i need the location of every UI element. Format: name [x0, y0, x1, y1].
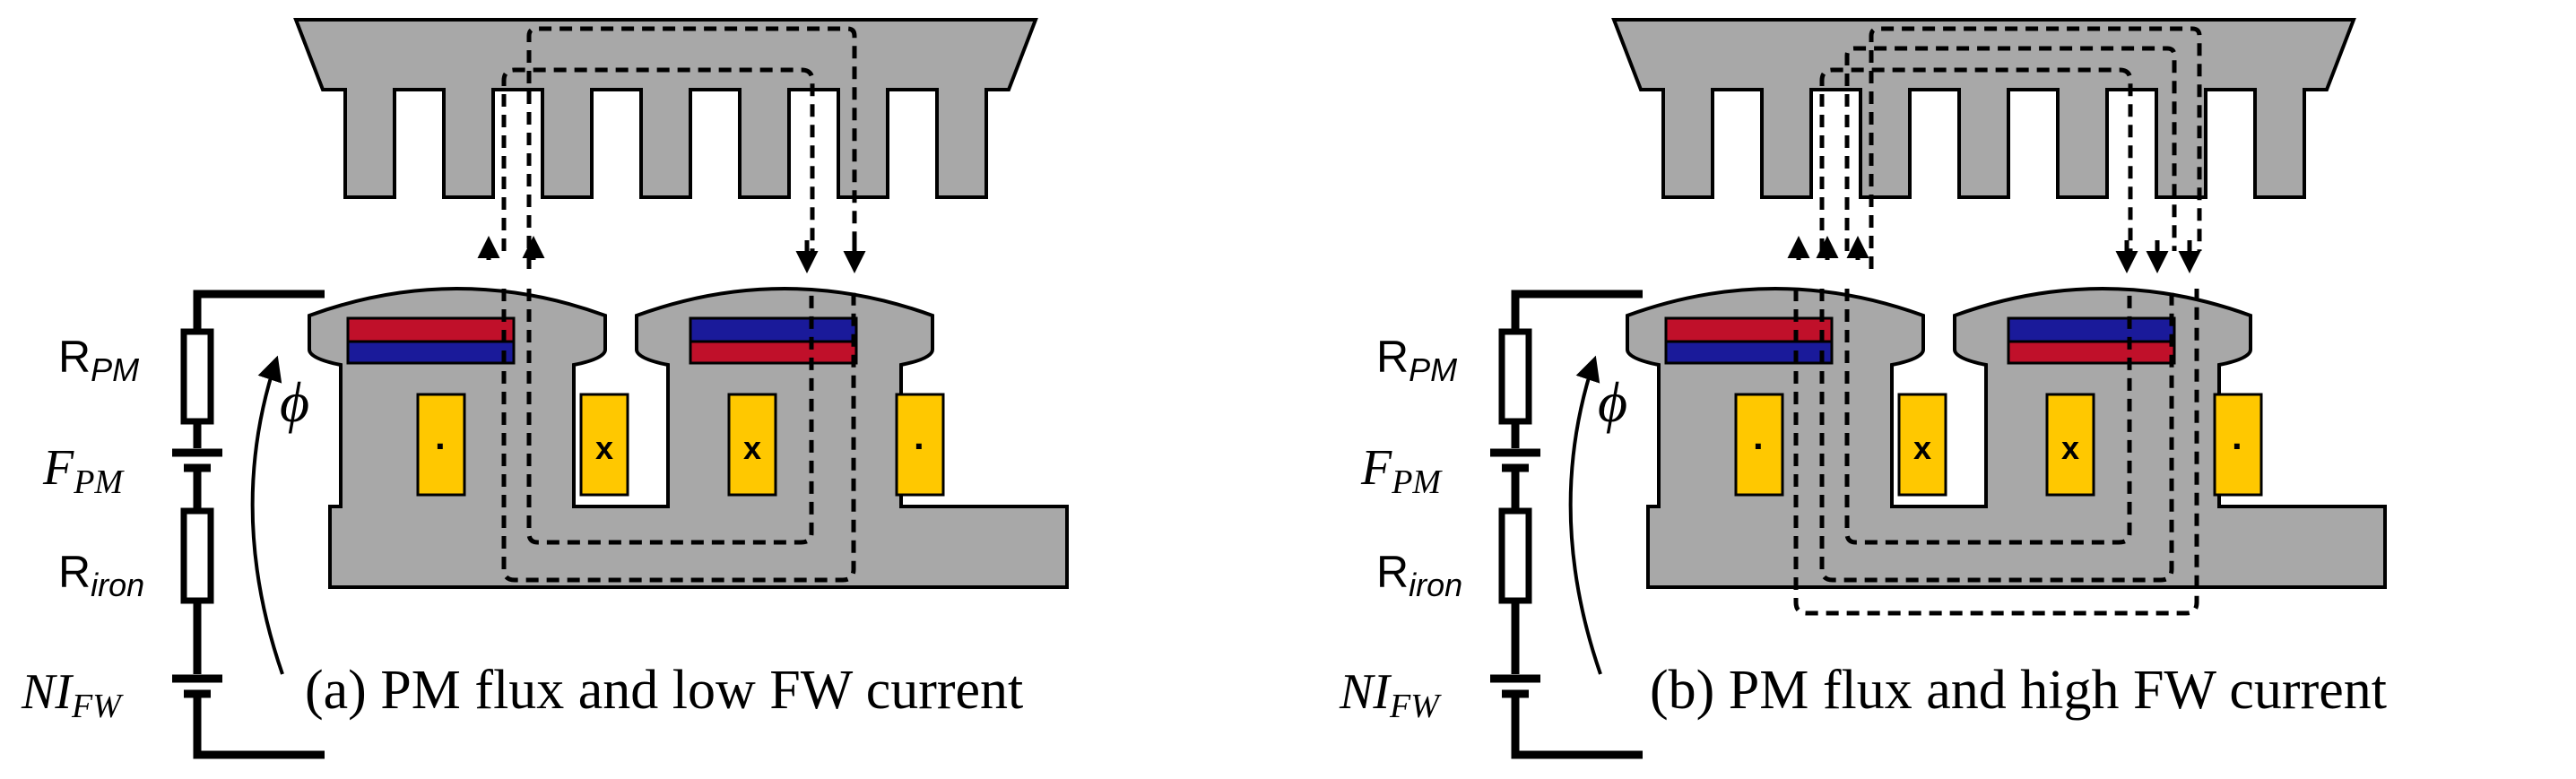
magnet-right-north — [689, 340, 858, 365]
flux-path-inner-rotor — [1844, 289, 2132, 545]
magnet-left-south — [346, 340, 516, 365]
resistor-pm — [1498, 328, 1532, 425]
coil-3 — [2045, 393, 2095, 497]
stator-core — [293, 18, 1038, 199]
flux-symbol: ϕ — [280, 370, 309, 434]
magnet-left-north — [1664, 316, 1834, 343]
coil-3 — [727, 393, 777, 497]
magnet-right-south — [2007, 316, 2176, 343]
resistor-pm — [180, 328, 214, 425]
magnet-left-north — [346, 316, 516, 343]
magnet-right-south — [689, 316, 858, 343]
resistor-iron — [1498, 507, 1532, 604]
panel-a: RPM FPM Riron NIFW ϕ · x x · — [21, 18, 1069, 759]
flux-path-outer-rotor — [1793, 289, 2199, 616]
equivalent-circuit — [172, 290, 325, 759]
coil-4-mark: · — [914, 425, 926, 467]
flux-path-inner-stator — [501, 67, 815, 251]
coil-4-mark: · — [2232, 425, 2244, 467]
resistor-iron-label: Riron — [1376, 547, 1462, 603]
source-fw-label: NIFW — [1339, 664, 1442, 725]
flux-path-outer-stator — [526, 26, 857, 269]
flux-direction-arrow — [1568, 355, 1602, 675]
panel-b-caption: (b) PM flux and high FW current — [1650, 660, 2387, 721]
equivalent-circuit — [1490, 290, 1643, 759]
source-pm-label: FPM — [42, 440, 125, 501]
circuit-wire-bottom — [193, 694, 325, 759]
flux-path-middle-stator — [1844, 46, 2177, 251]
air-gap-slot-left — [1817, 94, 1859, 195]
flux-path-outer-rotor — [501, 289, 856, 583]
coil-1-mark: · — [1753, 425, 1765, 467]
coil-4 — [2213, 393, 2263, 497]
flux-path-outer-stator — [1869, 26, 2202, 269]
field-winding-coils: · x x · — [1734, 393, 2263, 497]
coil-2 — [579, 393, 629, 497]
flux-path-inner-stator — [1819, 67, 2133, 251]
air-gap-slot-left — [499, 94, 541, 195]
resistor-iron — [180, 507, 214, 604]
coil-1-mark: · — [435, 425, 447, 467]
coil-1 — [1734, 393, 1784, 497]
air-gap-slot-right — [2113, 94, 2155, 195]
coil-2-mark: x — [595, 429, 613, 466]
flux-paths — [477, 26, 866, 583]
flux-paths — [1787, 26, 2202, 616]
magnet-right-north — [2007, 340, 2176, 365]
coil-3-mark: x — [2061, 429, 2079, 466]
panel-a-caption: (a) PM flux and low FW current — [305, 660, 1023, 721]
coil-3-mark: x — [743, 429, 761, 466]
resistor-iron-label: Riron — [58, 547, 144, 603]
field-winding-coils: · x x · — [416, 393, 945, 497]
panel-b: RPM FPM Riron NIFW ϕ · x x · — [1339, 18, 2387, 759]
source-pm-label: FPM — [1360, 440, 1443, 501]
flux-direction-arrow — [250, 355, 284, 675]
resistor-pm-label: RPM — [58, 332, 139, 388]
resistor-pm-label: RPM — [1376, 332, 1457, 388]
air-gap-slot-right — [795, 94, 837, 195]
circuit-wire-top — [193, 290, 325, 357]
flux-symbol: ϕ — [1598, 370, 1627, 434]
coil-4 — [895, 393, 945, 497]
coil-2 — [1897, 393, 1947, 497]
coil-1 — [416, 393, 466, 497]
flux-path-middle-rotor — [1819, 289, 2174, 583]
circuit-wire-bottom — [1511, 694, 1643, 759]
flux-path-inner-rotor — [526, 289, 814, 545]
coil-2-mark: x — [1913, 429, 1931, 466]
magnet-left-south — [1664, 340, 1834, 365]
stator-core — [1611, 18, 2356, 199]
source-fw-label: NIFW — [21, 664, 124, 725]
circuit-wire-top — [1511, 290, 1643, 357]
